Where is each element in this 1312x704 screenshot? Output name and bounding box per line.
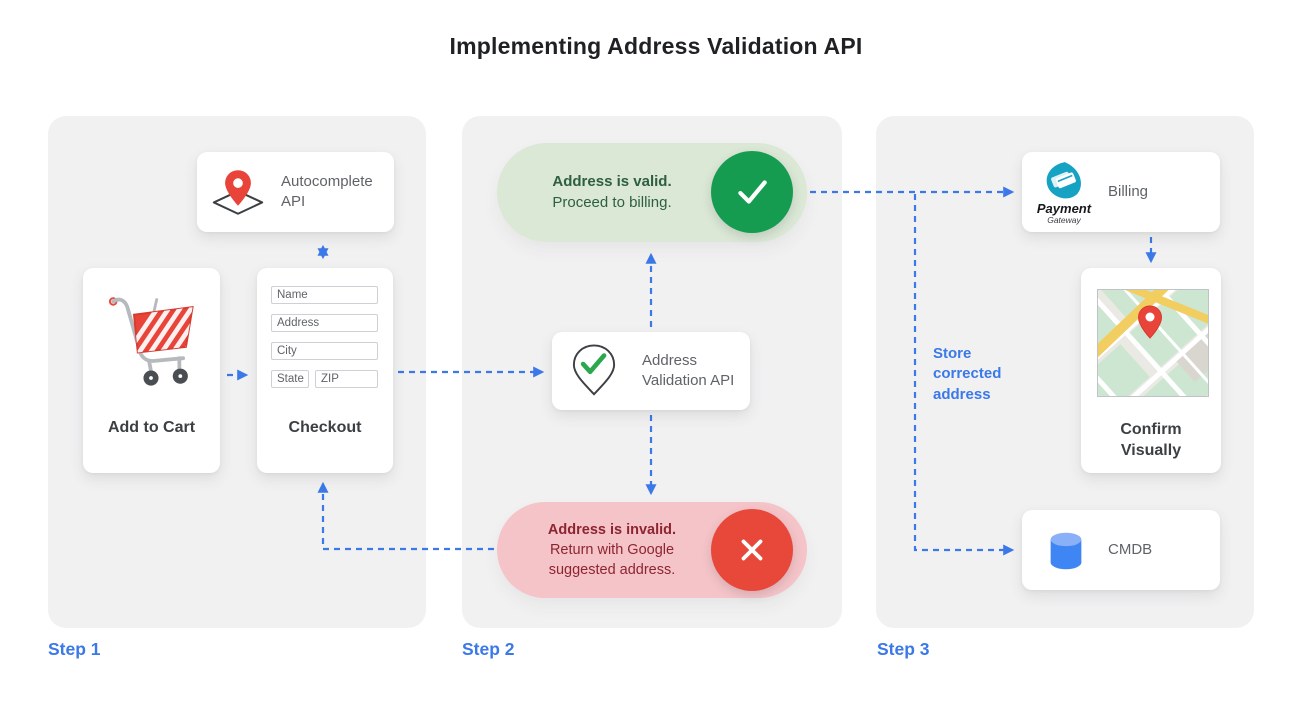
billing-label: Billing — [1108, 183, 1149, 201]
check-icon — [738, 180, 767, 204]
x-icon — [741, 539, 763, 561]
invalid-x-circle — [711, 509, 793, 591]
valid-check-circle — [711, 151, 793, 233]
address-valid-banner: Address is valid. Proceed to billing. — [497, 143, 807, 242]
confirm-visually-card: Confirm Visually — [1081, 268, 1221, 473]
payment-gateway-logo: Payment Gateway — [1032, 159, 1096, 225]
database-icon — [1050, 532, 1082, 570]
shopping-cart-icon — [108, 297, 194, 386]
billing-card: Payment Gateway Billing — [1022, 152, 1220, 232]
address-validation-api-card: Address Validation API — [552, 332, 750, 410]
gateway-logo-text: Gateway — [1047, 215, 1081, 226]
payment-gateway-blob-icon — [1046, 162, 1081, 199]
cmdb-label: CMDB — [1108, 541, 1153, 559]
zip-field: ZIP — [315, 370, 378, 388]
step-2-label: Step 2 — [462, 639, 515, 659]
autocomplete-api-card: Autocomplete API — [197, 152, 394, 232]
address-validation-api-label: Address Validation API — [642, 352, 735, 389]
city-field: City — [271, 342, 378, 360]
pin-check-icon — [572, 344, 616, 396]
map-thumbnail — [1097, 289, 1209, 397]
payment-logo-text: Payment — [1036, 201, 1092, 217]
checkout-label: Checkout — [288, 419, 362, 436]
cmdb-card: CMDB — [1022, 510, 1220, 590]
map-pin-diamond-icon — [212, 170, 264, 215]
address-field: Address — [271, 314, 378, 332]
step-3-label: Step 3 — [877, 639, 930, 659]
store-corrected-address-note: Store corrected address — [933, 345, 1002, 403]
address-invalid-banner: Address is invalid. Return with Google s… — [497, 502, 807, 598]
map-image — [1098, 290, 1208, 396]
address-invalid-text: Address is invalid. Return with Google s… — [547, 522, 677, 578]
address-valid-text: Address is valid. Proceed to billing. — [552, 172, 672, 211]
name-field: Name — [271, 286, 378, 304]
confirm-visually-label: Confirm Visually — [1120, 421, 1182, 459]
state-field: State — [271, 370, 309, 388]
add-to-cart-label: Add to Cart — [107, 419, 196, 436]
add-to-cart-card: Add to Cart — [83, 268, 220, 473]
autocomplete-api-label: Autocomplete API — [281, 173, 373, 210]
diagram-title: Implementing Address Validation API — [449, 33, 863, 59]
step-1-label: Step 1 — [48, 639, 101, 659]
checkout-card: Name Address City State ZIP Checkout — [257, 268, 393, 473]
